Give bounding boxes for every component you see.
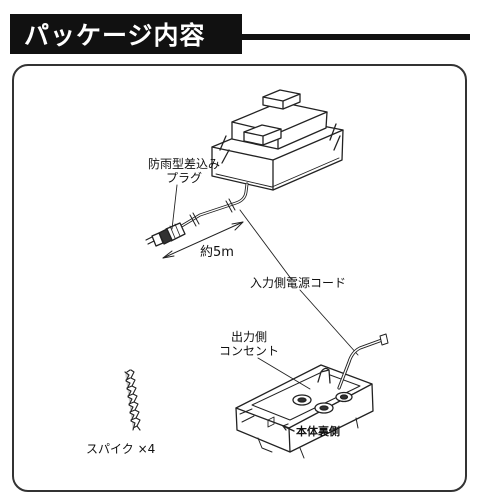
input-cord — [178, 182, 249, 229]
section-title: パッケージ内容 — [24, 21, 206, 50]
outlet-label-line1: 出力側 — [231, 330, 268, 344]
input-cord-leader-lower — [299, 289, 359, 356]
spike-label: スパイク ×4 — [86, 442, 156, 456]
outlet-leader — [257, 357, 311, 390]
section-header: パッケージ内容 — [10, 14, 242, 54]
waterproof-plug — [145, 222, 186, 247]
plug-label: 防雨型差込み プラグ — [148, 157, 220, 185]
back-side-label: 本体裏側 — [296, 425, 340, 438]
input-cord-label: 入力側電源コード — [250, 276, 347, 290]
header-rule — [242, 34, 470, 40]
length-label: 約5m — [200, 245, 234, 260]
output-cord — [337, 333, 389, 390]
outlet-label-line2: コンセント — [219, 344, 280, 358]
length-dimension — [162, 221, 244, 259]
device-top — [211, 89, 344, 191]
spike — [124, 369, 141, 431]
plug-label-line1: 防雨型差込み — [148, 157, 221, 171]
plug-leader — [171, 184, 178, 230]
plug-label-line2: プラグ — [166, 171, 203, 185]
outlet-label: 出力側 コンセント — [219, 330, 279, 358]
device-bottom — [235, 364, 374, 459]
content-frame — [12, 64, 467, 492]
input-cord-leader — [239, 209, 293, 281]
back-side-arrow — [282, 425, 295, 432]
